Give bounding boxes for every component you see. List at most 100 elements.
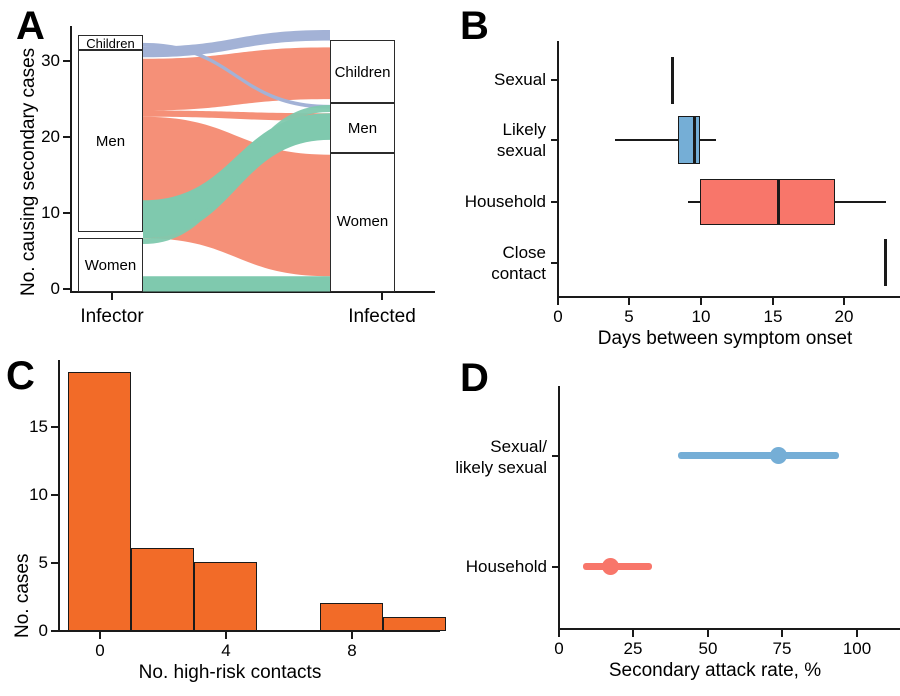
- panel-a-ytick-0: [63, 288, 71, 290]
- flow-children-men: [143, 42, 330, 109]
- ci-dot-household[interactable]: [602, 558, 619, 575]
- node-infector-children[interactable]: Children: [78, 35, 143, 51]
- flow-men-women: [143, 116, 330, 277]
- node-infector-men-label: Men: [95, 133, 126, 150]
- box-household-median: [777, 179, 780, 225]
- box-likely-sexual-whisker: [615, 139, 716, 141]
- panel-d-xtick-100: [856, 629, 858, 637]
- panel-b-xtick-20: [843, 297, 845, 305]
- panel-b-ytick-close-contact: [551, 262, 558, 264]
- panel-d-yaxis: [558, 386, 560, 629]
- panel-b-xticklabel-20: 20: [834, 307, 854, 326]
- panel-d-cat-household: Household: [465, 557, 547, 576]
- panel-b-xticklabel-0: 0: [553, 307, 563, 326]
- panel-b-label: B: [460, 4, 489, 48]
- box-close-contact-line[interactable]: [884, 239, 887, 286]
- node-infected-women[interactable]: Women: [330, 153, 395, 292]
- node-infected-men[interactable]: Men: [330, 103, 395, 153]
- panel-c-yticklabel-15: 15: [29, 417, 48, 436]
- panel-a-yticklabel-10: 10: [41, 203, 60, 222]
- flow-women-women: [143, 276, 330, 292]
- bar-bin-0[interactable]: [68, 372, 131, 631]
- panel-a-yaxis: [70, 26, 72, 292]
- panel-d-xticklabel-100: 100: [842, 639, 872, 658]
- panel-c-xticklabel-8: 8: [347, 641, 357, 660]
- bar-bin-2[interactable]: [131, 548, 194, 631]
- node-infector-women[interactable]: Women: [78, 238, 143, 292]
- panel-c: C No. cases 0 5 10 15 0 4 8 No. high-ris…: [0, 348, 450, 696]
- panel-a-ytick-30: [63, 60, 71, 62]
- box-likely-sexual[interactable]: [678, 116, 700, 164]
- panel-b-xticklabel-10: 10: [691, 307, 711, 326]
- panel-b-cat-household: Household: [464, 192, 546, 211]
- panel-d-xticklabel-75: 75: [772, 639, 792, 658]
- panel-c-label: C: [6, 354, 35, 398]
- node-infector-men[interactable]: Men: [78, 50, 143, 232]
- panel-d: D Sexual/likely sexual Household 0 25 50…: [450, 348, 900, 696]
- panel-a-yticklabel-30: 30: [41, 51, 60, 70]
- panel-d-label: D: [460, 356, 489, 400]
- panel-d-xticklabel-0: 0: [554, 639, 564, 658]
- panel-c-xtick-8: [351, 631, 353, 639]
- flow-men-men: [143, 110, 330, 121]
- panel-c-xlabel: No. high-risk contacts: [138, 662, 322, 683]
- ci-line-sexual[interactable]: [678, 452, 839, 459]
- panel-d-xaxis: [558, 628, 900, 630]
- panel-d-xlabel: Secondary attack rate, %: [608, 660, 822, 681]
- ci-dot-sexual[interactable]: [770, 447, 787, 464]
- panel-b-ytick-likely-sexual: [551, 139, 558, 141]
- flow-women-children-strand: [143, 105, 330, 244]
- panel-b-xtick-0: [557, 297, 559, 305]
- panel-c-yticklabel-0: 0: [38, 621, 48, 640]
- panel-a-xcat-infector: Infector: [80, 306, 144, 327]
- panel-a-xaxis: [70, 291, 435, 293]
- panel-d-xtick-25: [632, 629, 634, 637]
- panel-c-yticklabel-10: 10: [29, 485, 48, 504]
- panel-c-ytick-0: [51, 630, 59, 632]
- panel-c-xticklabel-0: 0: [95, 641, 105, 660]
- panel-d-xtick-50: [707, 629, 709, 637]
- panel-d-xtick-0: [558, 629, 560, 637]
- panel-c-yticklabel-5: 5: [38, 553, 48, 572]
- panel-d-xtick-75: [781, 629, 783, 637]
- panel-b-xaxis: [557, 296, 900, 298]
- panel-c-xaxis: [58, 630, 440, 632]
- node-infected-children[interactable]: Children: [330, 40, 395, 103]
- node-infected-children-label: Children: [334, 64, 391, 81]
- box-likely-sexual-median: [693, 116, 696, 164]
- panel-b-cat-sexual: Sexual: [494, 70, 546, 89]
- panel-b-xticklabel-5: 5: [624, 307, 634, 326]
- panel-c-yaxis: [58, 360, 60, 631]
- node-infector-children-label: Children: [86, 36, 135, 51]
- panel-b-ytick-household: [551, 201, 558, 203]
- node-infector-women-label: Women: [84, 257, 137, 274]
- panel-a-ytick-20: [63, 136, 71, 138]
- box-sexual-line[interactable]: [671, 57, 674, 104]
- panel-b-xticklabel-15: 15: [763, 307, 783, 326]
- bar-bin-4[interactable]: [194, 562, 257, 631]
- box-household[interactable]: [700, 179, 835, 225]
- panel-a-ytick-10: [63, 212, 71, 214]
- panel-a: A No. causing secondary cases 0 10 20 30: [0, 0, 450, 348]
- panel-b-yaxis: [557, 41, 559, 297]
- flow-men-children: [143, 47, 330, 111]
- panel-c-xtick-0: [99, 631, 101, 639]
- panel-c-xtick-4: [225, 631, 227, 639]
- panel-b-xtick-15: [772, 297, 774, 305]
- panel-a-label: A: [16, 4, 45, 48]
- panel-d-ytick-household: [552, 566, 559, 568]
- panel-b-xtick-10: [700, 297, 702, 305]
- panel-b-ytick-sexual: [551, 79, 558, 81]
- panel-c-ytick-5: [51, 562, 59, 564]
- panel-a-sankey-flows: [143, 30, 330, 292]
- node-infected-men-label: Men: [347, 120, 378, 137]
- panel-d-xticklabel-25: 25: [623, 639, 643, 658]
- node-infected-women-label: Women: [336, 213, 389, 230]
- bar-bin-10[interactable]: [383, 617, 446, 631]
- bar-bin-8[interactable]: [320, 603, 383, 631]
- panel-b-xtick-5: [628, 297, 630, 305]
